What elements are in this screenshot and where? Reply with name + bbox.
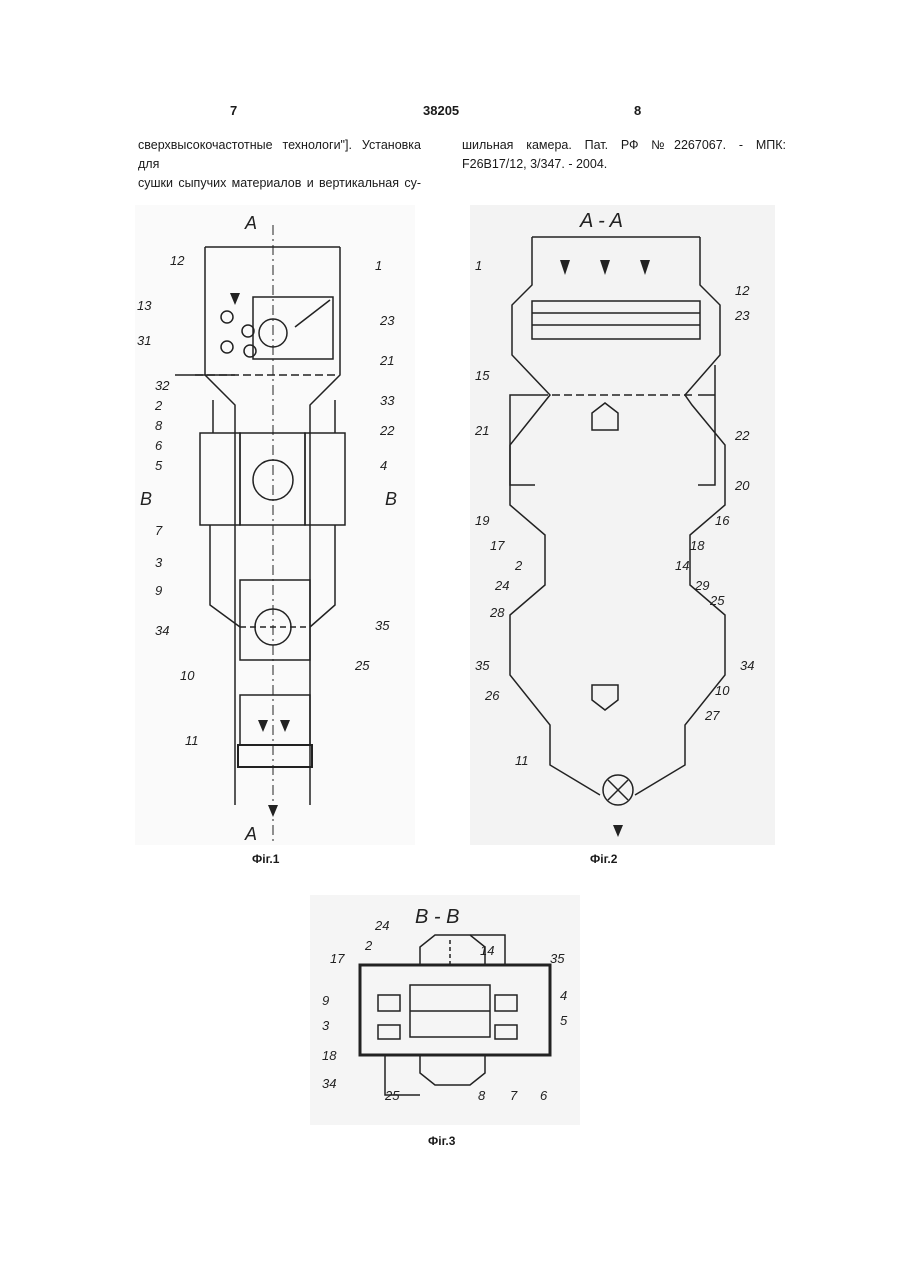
- fig2-label-11: 11: [515, 753, 529, 768]
- fig1-label-3: 3: [155, 555, 163, 570]
- fig1-label-9: 9: [155, 583, 162, 598]
- fig3-label-7: 7: [510, 1088, 518, 1103]
- fig2-label-1: 1: [475, 258, 482, 273]
- fig2-label-29: 29: [694, 578, 709, 593]
- fig3-label-9: 9: [322, 993, 329, 1008]
- fig1-label-4: 4: [380, 458, 387, 473]
- fig3-label-34: 34: [322, 1076, 336, 1091]
- fig3-label-8: 8: [478, 1088, 486, 1103]
- fig2-label-12: 12: [735, 283, 750, 298]
- fig1-label-12: 12: [170, 253, 185, 268]
- fig1-label-34: 34: [155, 623, 169, 638]
- fig3-label-3: 3: [322, 1018, 330, 1033]
- fig3-label-25: 25: [384, 1088, 400, 1103]
- fig1-section-bottom-label: A: [244, 824, 257, 844]
- fig2-label-24: 24: [494, 578, 509, 593]
- fig2-label-25: 25: [709, 593, 725, 608]
- fig1-label-13: 13: [137, 298, 152, 313]
- figure-2-drawing: A - A 1 12 23 15 21 22 20 19 16 17 18 2 …: [470, 205, 775, 845]
- figure-1-caption: Фіг.1: [252, 852, 279, 866]
- fig1-label-23: 23: [379, 313, 395, 328]
- fig1-label-11: 11: [185, 733, 199, 748]
- fig3-label-2: 2: [364, 938, 373, 953]
- fig2-label-22: 22: [734, 428, 750, 443]
- figure-3-caption: Фіг.3: [428, 1134, 455, 1148]
- fig2-label-21: 21: [474, 423, 489, 438]
- fig2-label-35: 35: [475, 658, 490, 673]
- fig3-label-18: 18: [322, 1048, 337, 1063]
- fig1-section-top-label: A: [244, 213, 257, 233]
- fig1-label-32: 32: [155, 378, 170, 393]
- fig3-label-17: 17: [330, 951, 345, 966]
- fig2-label-27: 27: [704, 708, 720, 723]
- fig2-label-15: 15: [475, 368, 490, 383]
- fig3-label-5: 5: [560, 1013, 568, 1028]
- fig1-label-33: 33: [380, 393, 395, 408]
- fig2-label-19: 19: [475, 513, 489, 528]
- fig2-title: A - A: [579, 210, 623, 232]
- figure-2-caption: Фіг.2: [590, 852, 617, 866]
- fig2-label-23: 23: [734, 308, 750, 323]
- fig2-label-18: 18: [690, 538, 705, 553]
- fig1-label-6: 6: [155, 438, 163, 453]
- left-text-line-2: сушки сыпучих материалов и вертикальная …: [138, 174, 421, 193]
- fig1-label-22: 22: [379, 423, 395, 438]
- fig1-label-25: 25: [354, 658, 370, 673]
- fig1-label-7: 7: [155, 523, 163, 538]
- left-text-line-1: сверхвысокочастотные технологи"]. Устано…: [138, 136, 421, 174]
- fig2-label-28: 28: [489, 605, 505, 620]
- fig3-title: B - B: [415, 906, 459, 928]
- fig2-label-16: 16: [715, 513, 730, 528]
- fig1-label-2: 2: [154, 398, 163, 413]
- figure-1-drawing: A A B B 1 12 13 31 32 2 8 6 5 7 3 9 34 1…: [135, 205, 415, 845]
- right-text-line-2: F26B17/12, 3/347. - 2004.: [462, 155, 786, 174]
- fig1-label-5: 5: [155, 458, 163, 473]
- fig2-label-34: 34: [740, 658, 754, 673]
- fig3-label-4: 4: [560, 988, 567, 1003]
- fig2-label-2: 2: [514, 558, 523, 573]
- fig3-label-24: 24: [374, 918, 389, 933]
- patent-number: 38205: [423, 103, 459, 118]
- fig1-label-10: 10: [180, 668, 195, 683]
- fig1-label-21: 21: [379, 353, 394, 368]
- fig1-label-8: 8: [155, 418, 163, 433]
- page-number-right: 8: [634, 103, 641, 118]
- fig1-section-b-right: B: [385, 489, 397, 509]
- fig2-label-17: 17: [490, 538, 505, 553]
- page-number-left: 7: [230, 103, 237, 118]
- fig2-label-20: 20: [734, 478, 750, 493]
- fig1-label-31: 31: [137, 333, 151, 348]
- right-text-line-1: шильная камера. Пат. РФ №2267067. - МПК:: [462, 136, 786, 155]
- fig2-label-26: 26: [484, 688, 500, 703]
- fig2-label-14: 14: [675, 558, 689, 573]
- fig3-label-35: 35: [550, 951, 565, 966]
- fig2-label-10: 10: [715, 683, 730, 698]
- fig1-label-1: 1: [375, 258, 382, 273]
- fig3-label-6: 6: [540, 1088, 548, 1103]
- fig3-label-14: 14: [480, 943, 494, 958]
- figure-3-drawing: B - B 24 14 35 17 2 9 4 3 5 18 34 25 8 7…: [310, 895, 580, 1125]
- left-text-column: сверхвысокочастотные технологи"]. Устано…: [138, 136, 421, 193]
- fig1-section-b-left: B: [140, 489, 152, 509]
- right-text-column: шильная камера. Пат. РФ №2267067. - МПК:…: [462, 136, 786, 174]
- fig1-label-35: 35: [375, 618, 390, 633]
